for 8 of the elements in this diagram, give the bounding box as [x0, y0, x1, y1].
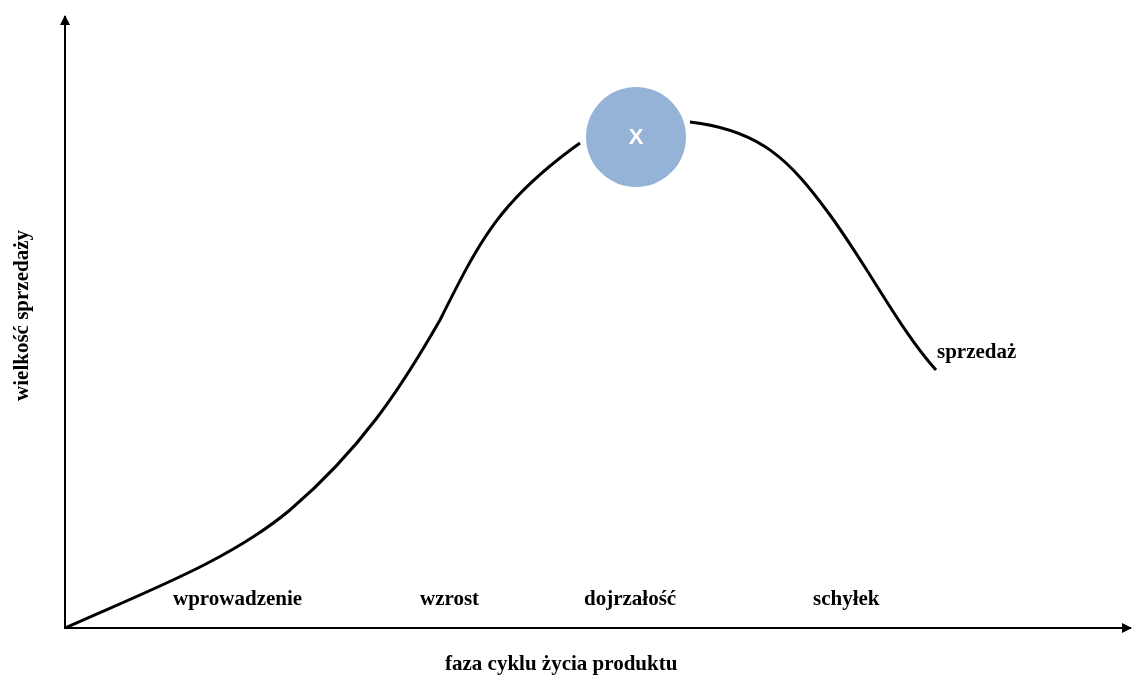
axis-title: wielkość sprzedaży [10, 230, 34, 401]
circle-marker: X [586, 87, 686, 187]
phase-label: wprowadzenie [173, 587, 303, 611]
curve-label: sprzedaż [937, 340, 1017, 364]
axis-title: faza cyklu życia produktu [445, 652, 678, 676]
phase-label: wzrost [420, 587, 480, 611]
phase-label: dojrzałość [584, 587, 677, 611]
phase-label: schyłek [813, 587, 880, 611]
